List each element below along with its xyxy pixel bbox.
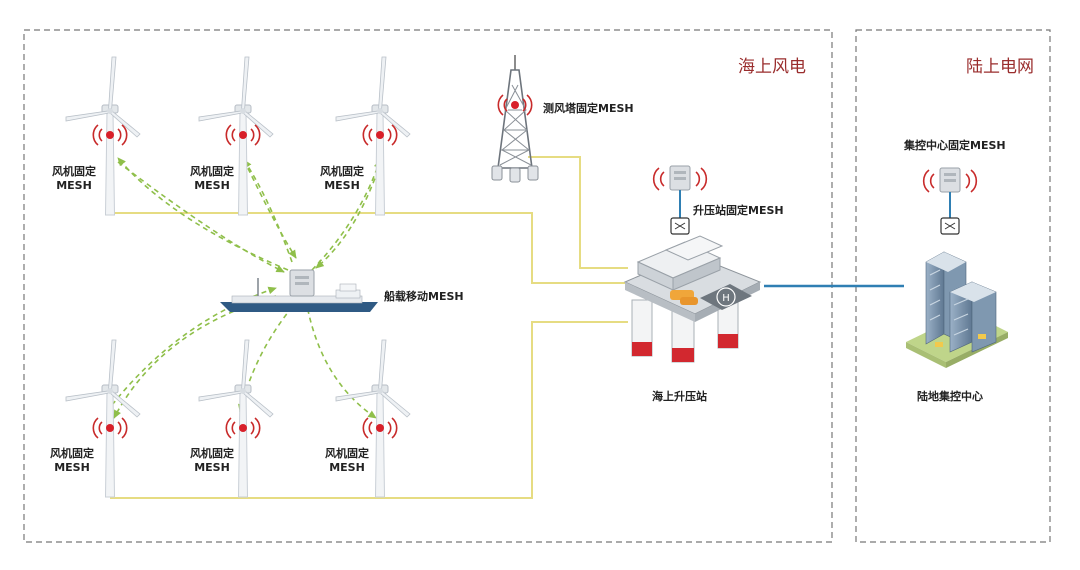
turbine-1 [65, 56, 141, 216]
turbine-label-line1: 风机固定 [50, 447, 94, 460]
turbine-label-line1: 风机固定 [325, 447, 369, 460]
offshore-zone-label: 海上风电 [738, 57, 806, 77]
svg-text:H: H [722, 293, 730, 304]
offshore-substation: H [623, 235, 762, 363]
turbine-label-line2: MESH [324, 179, 360, 192]
turbine-label-line2: MESH [54, 461, 90, 474]
fiber-links [110, 156, 628, 499]
turbine-label-line2: MESH [194, 461, 230, 474]
turbine-label-line2: MESH [194, 179, 230, 192]
turbine-6 [335, 339, 411, 498]
turbine-4 [65, 339, 141, 498]
turbine-2 [198, 56, 274, 216]
turbine-label-line1: 风机固定 [190, 447, 234, 460]
fiber-link-top-turbines [110, 212, 625, 284]
turbine-label-4: 风机固定 MESH [48, 447, 96, 475]
ship [220, 269, 378, 312]
turbine-label-6: 风机固定 MESH [323, 447, 371, 475]
turbine-label-3: 风机固定 MESH [318, 165, 366, 193]
control-mesh-label: 集控中心固定MESH [904, 139, 1006, 152]
turbine-label-line1: 风机固定 [320, 165, 364, 178]
turbine-5 [198, 339, 274, 498]
control-center-building [906, 251, 1008, 368]
fiber-link-tower [528, 156, 628, 269]
tower-label: 测风塔固定MESH [543, 102, 634, 115]
substation-label: 海上升压站 [652, 390, 707, 403]
turbine-label-line1: 风机固定 [190, 165, 234, 178]
control-center-mesh-node [922, 167, 978, 235]
turbine-label-line1: 风机固定 [52, 165, 96, 178]
turbine-label-line2: MESH [56, 179, 92, 192]
onshore-zone-label: 陆上电网 [966, 57, 1034, 77]
turbine-label-1: 风机固定 MESH [50, 165, 98, 193]
wind-tower [491, 55, 539, 183]
control-center-label: 陆地集控中心 [917, 390, 983, 403]
ship-label: 船载移动MESH [384, 290, 464, 303]
substation-mesh-label: 升压站固定MESH [693, 204, 784, 217]
fiber-link-bottom-turbines [110, 321, 628, 499]
turbine-label-2: 风机固定 MESH [188, 165, 236, 193]
substation-mesh-node [652, 165, 708, 235]
turbine-label-5: 风机固定 MESH [188, 447, 236, 475]
turbine-3 [335, 56, 411, 216]
turbine-label-line2: MESH [329, 461, 365, 474]
